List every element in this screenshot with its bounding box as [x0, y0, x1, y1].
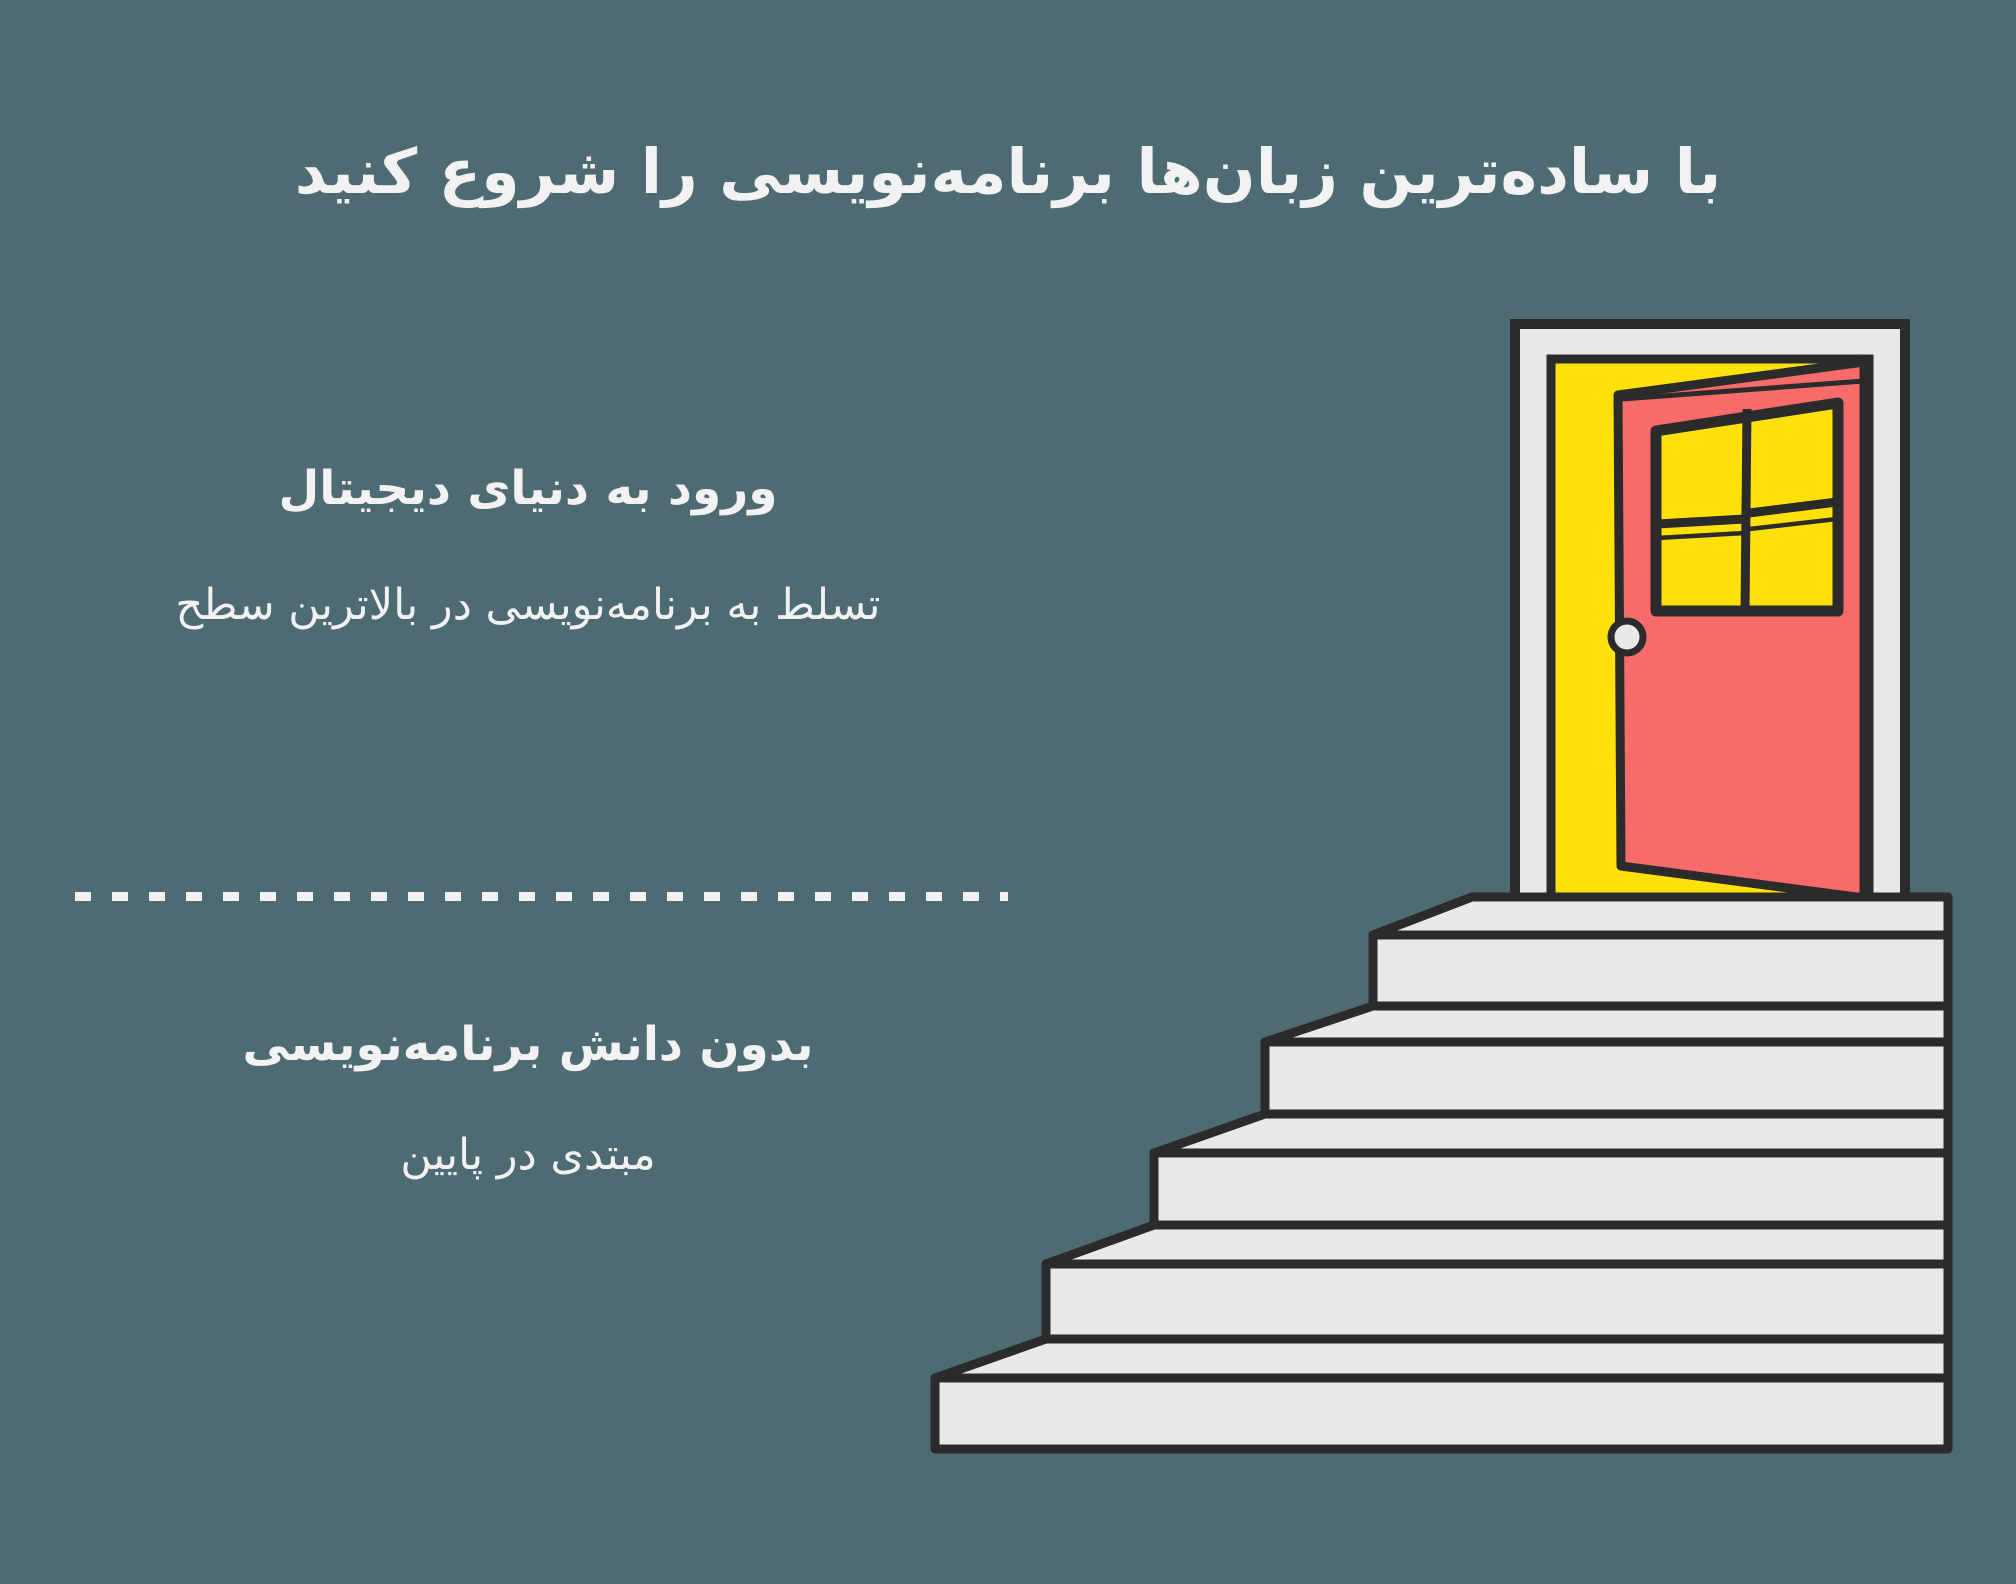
window-horizontal-mullion-right-inner — [1748, 516, 1838, 532]
stair-step-lines — [935, 930, 1948, 1383]
doorknob — [1607, 617, 1647, 657]
top-level-subheading: تسلط به برنامه‌نویسی در بالاترین سطح — [175, 580, 881, 630]
bottom-level-subheading: مبتدی در پایین — [400, 1130, 656, 1180]
window-horizontal-mullion-left-inner — [1656, 530, 1746, 541]
door-window — [1650, 397, 1844, 617]
page-title: با ساده‌ترین زبان‌ها برنامه‌نویسی را شرو… — [294, 135, 1722, 208]
dashed-divider — [75, 892, 1008, 901]
window-horizontal-mullion-right — [1748, 497, 1838, 518]
top-level-heading: ورود به دنیای دیجیتال — [278, 461, 778, 516]
door-frame — [1510, 319, 1910, 913]
doorway-opening — [1546, 354, 1874, 913]
door-top-bevel — [1621, 378, 1865, 402]
staircase — [930, 892, 1953, 1454]
bottom-level-heading: بدون دانش برنامه‌نویسی — [242, 1017, 814, 1072]
window-horizontal-mullion-left — [1656, 514, 1746, 529]
window-vertical-mullion — [1740, 408, 1752, 612]
open-door — [1613, 357, 1869, 903]
